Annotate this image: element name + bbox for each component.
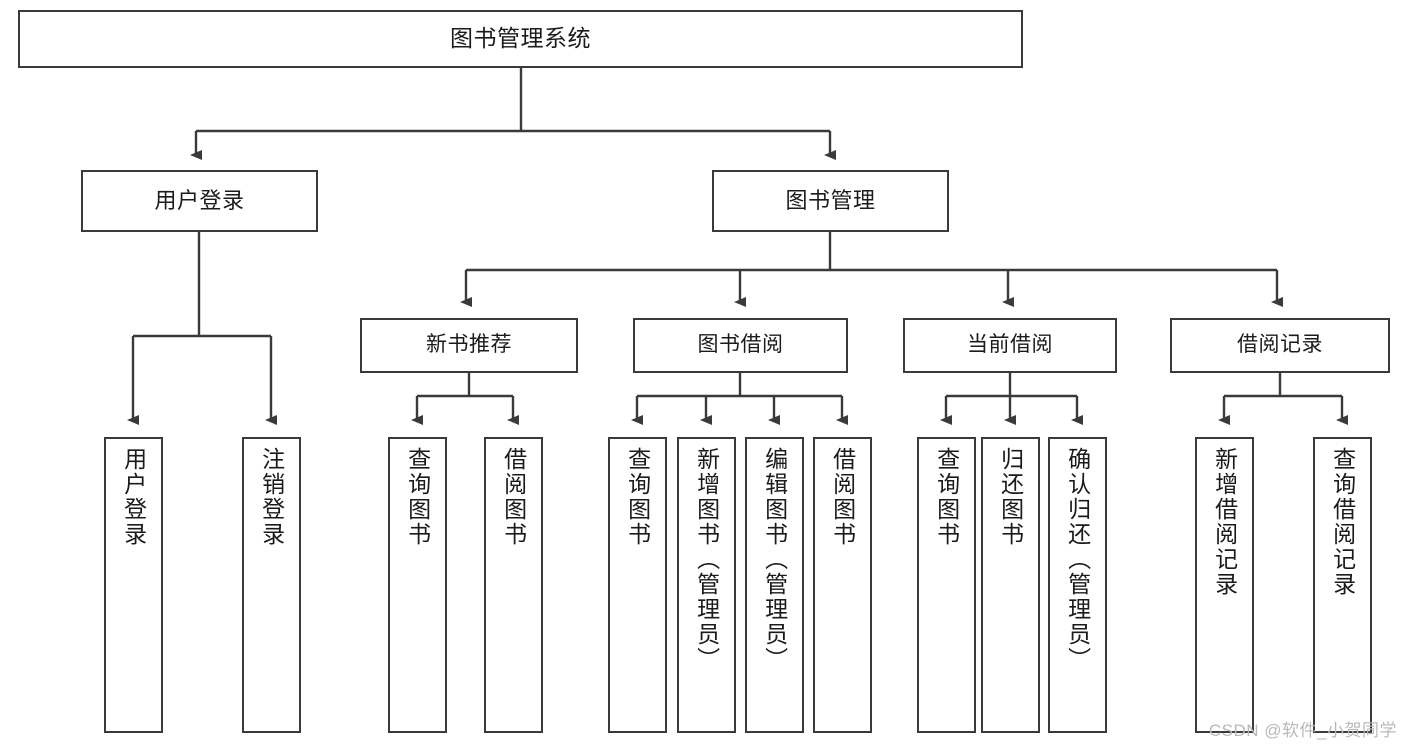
node-label: 归还图书 — [997, 447, 1024, 547]
node-label: 编辑图书（管理员） — [761, 447, 788, 672]
leaf-newbook-query-book[interactable]: 查询图书 — [388, 437, 447, 733]
leaf-current-return-book[interactable]: 归还图书 — [981, 437, 1040, 733]
leaf-borrow-query-book[interactable]: 查询图书 — [608, 437, 667, 733]
leaf-record-add-record[interactable]: 新增借阅记录 — [1195, 437, 1254, 733]
node-label: 确认归还（管理员） — [1064, 447, 1091, 672]
node-label: 查询借阅记录 — [1329, 447, 1356, 597]
leaf-newbook-borrow-book[interactable]: 借阅图书 — [484, 437, 543, 733]
node-book-borrow[interactable]: 图书借阅 — [633, 318, 848, 373]
leaf-logout[interactable]: 注销登录 — [242, 437, 301, 733]
node-label: 借阅图书 — [829, 447, 856, 547]
leaf-record-query-record[interactable]: 查询借阅记录 — [1313, 437, 1372, 733]
node-label: 图书借阅 — [697, 333, 784, 357]
node-label: 图书管理系统 — [450, 25, 591, 52]
leaf-user-login[interactable]: 用户登录 — [104, 437, 163, 733]
leaf-current-query-book[interactable]: 查询图书 — [917, 437, 976, 733]
node-borrow-record[interactable]: 借阅记录 — [1170, 318, 1390, 373]
node-label: 借阅记录 — [1237, 333, 1323, 357]
node-label: 注销登录 — [258, 447, 285, 547]
node-label: 借阅图书 — [500, 447, 527, 547]
node-label: 用户登录 — [120, 447, 147, 547]
node-new-book-recommend[interactable]: 新书推荐 — [360, 318, 578, 373]
node-label: 查询图书 — [933, 447, 960, 547]
leaf-borrow-add-book-admin[interactable]: 新增图书（管理员） — [677, 437, 736, 733]
node-label: 查询图书 — [624, 447, 651, 547]
leaf-borrow-borrow-book[interactable]: 借阅图书 — [813, 437, 872, 733]
leaf-borrow-edit-book-admin[interactable]: 编辑图书（管理员） — [745, 437, 804, 733]
leaf-current-confirm-return-admin[interactable]: 确认归还（管理员） — [1048, 437, 1107, 733]
node-label: 新书推荐 — [426, 333, 512, 357]
node-label: 当前借阅 — [967, 333, 1053, 357]
node-label: 新增图书（管理员） — [693, 447, 720, 672]
node-root-system[interactable]: 图书管理系统 — [18, 10, 1023, 68]
node-label: 图书管理 — [785, 188, 876, 214]
node-user-login[interactable]: 用户登录 — [81, 170, 318, 232]
node-current-borrow[interactable]: 当前借阅 — [903, 318, 1117, 373]
node-label: 用户登录 — [154, 188, 245, 214]
node-book-management[interactable]: 图书管理 — [712, 170, 949, 232]
watermark: CSDN @软件_小贺同学 — [1208, 721, 1397, 740]
node-label: 新增借阅记录 — [1211, 447, 1238, 597]
node-label: 查询图书 — [404, 447, 431, 547]
